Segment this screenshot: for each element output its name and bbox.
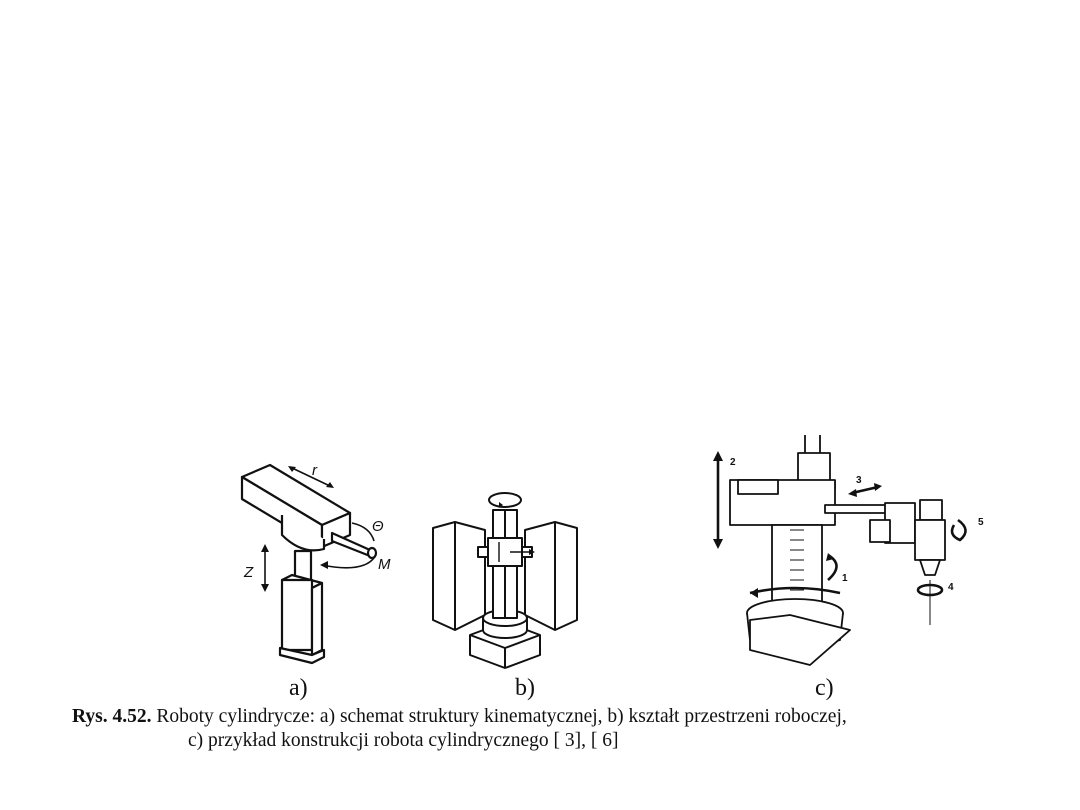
label-1: 1: [842, 573, 848, 584]
caption-line-1: Rys. 4.52. Roboty cylindrycze: a) schema…: [72, 705, 847, 729]
label-4: 4: [948, 582, 954, 593]
label-2: 2: [730, 457, 736, 468]
panel-label-b: b): [515, 675, 535, 701]
label-m: M: [378, 556, 391, 573]
figure-caption: Rys. 4.52. Roboty cylindrycze: a) schema…: [72, 705, 847, 753]
label-5: 5: [978, 517, 984, 528]
figure-b-workspace-shape: [425, 480, 585, 670]
caption-line-2: c) przykład konstrukcji robota cylindryc…: [188, 730, 619, 751]
figure-c-robot-construction: 2 3 5 4 1: [710, 435, 1010, 670]
panel-label-c: c): [815, 675, 834, 701]
figure-a-kinematic-schematic: r Θ M Z: [232, 455, 402, 670]
label-3: 3: [856, 475, 862, 486]
caption-number: Rys. 4.52.: [72, 706, 152, 727]
caption-text-1: Roboty cylindrycze: a) schemat struktury…: [156, 706, 847, 727]
label-r: r: [312, 462, 318, 479]
label-z: Z: [243, 564, 254, 581]
label-theta: Θ: [372, 518, 384, 535]
panel-label-a: a): [289, 675, 308, 701]
